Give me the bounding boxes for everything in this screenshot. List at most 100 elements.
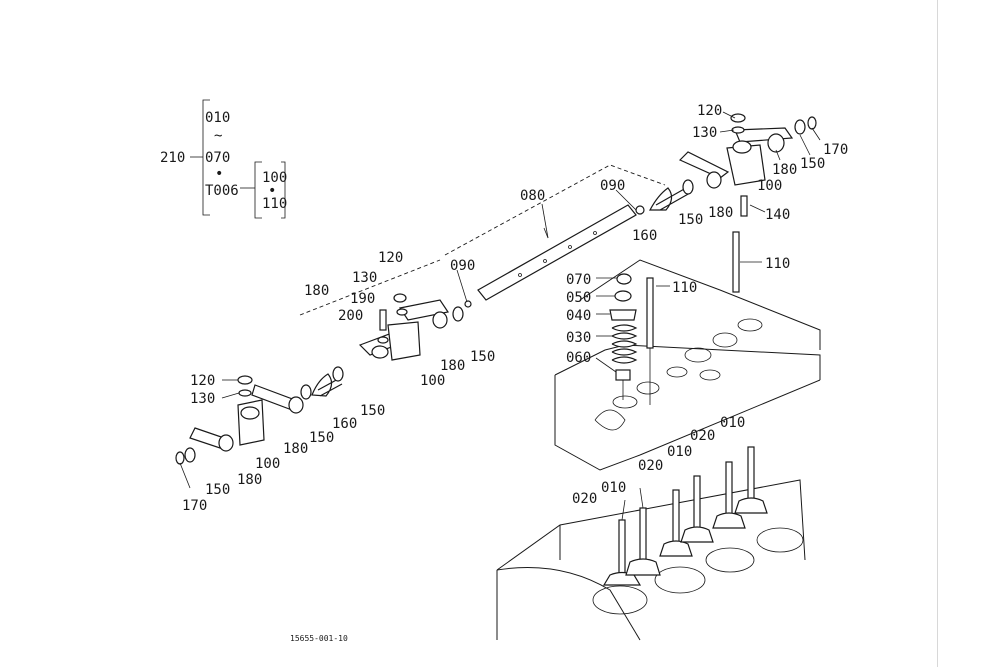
label-180-left-1: 180	[283, 441, 308, 457]
collet-050	[614, 290, 632, 302]
bolt-120-left	[237, 375, 253, 385]
valve-spring-030	[611, 324, 638, 364]
figure-code: 15655-001-10	[290, 634, 348, 643]
head-port-1	[594, 409, 626, 431]
screw-190	[379, 309, 387, 331]
rocker-shaft-body	[477, 204, 637, 301]
spring-160-right	[648, 187, 691, 211]
plug-090-mid	[464, 300, 472, 308]
leader-020-a	[621, 499, 626, 521]
head-hole-5	[699, 369, 721, 381]
label-100-right: 100	[757, 178, 782, 194]
legend-bracket-left	[202, 99, 210, 216]
label-090-mid: 090	[450, 258, 475, 274]
valve-4	[680, 475, 714, 543]
valve-cap-070	[616, 273, 632, 285]
head-top-edge	[554, 344, 821, 380]
label-090-top: 090	[600, 178, 625, 194]
head-cover-edge	[579, 259, 821, 350]
leader-060	[595, 357, 617, 373]
washer-150-right	[794, 119, 806, 135]
cylinder-bore-2	[654, 566, 706, 594]
valve-5-stem	[725, 461, 733, 518]
label-020-c: 020	[690, 428, 715, 444]
label-150-right-1: 150	[800, 156, 825, 172]
valve-6-stem	[747, 446, 755, 503]
legend-210: 210	[160, 150, 185, 166]
label-060: 060	[566, 350, 591, 366]
leader-130-left	[221, 392, 240, 399]
nut-200	[377, 336, 389, 344]
valve-1-stem	[618, 519, 626, 576]
valve-2-head	[625, 558, 661, 576]
valve-5	[712, 461, 746, 529]
rocker-arm-right-lower	[678, 151, 730, 179]
valve-1	[602, 519, 642, 586]
shaft-hole-2	[543, 259, 547, 263]
label-050: 050	[566, 290, 591, 306]
label-110-right: 110	[765, 256, 790, 272]
leader-120-right	[722, 111, 736, 119]
label-180-mid-top: 180	[304, 283, 329, 299]
label-080: 080	[520, 188, 545, 204]
spring-180-right	[767, 133, 785, 153]
washer-150-right-2	[682, 179, 694, 195]
leader-lines	[179, 111, 821, 521]
leader-150-right	[799, 134, 811, 156]
rocker-assembly-right	[635, 113, 817, 293]
label-020-a: 020	[572, 491, 597, 507]
bolt-120-mid	[393, 293, 407, 303]
label-110-mid: 110	[672, 280, 697, 296]
valve-6	[734, 446, 768, 514]
rocker-bracket-mid	[387, 321, 421, 361]
label-160-mid: 160	[332, 416, 357, 432]
spring-180-mid	[432, 311, 448, 329]
clip-170-right	[807, 116, 817, 130]
valve-5-head	[712, 512, 746, 529]
label-010-c: 010	[720, 415, 745, 431]
label-140: 140	[765, 207, 790, 223]
label-020-b: 020	[638, 458, 663, 474]
legend-110: 110	[262, 196, 287, 212]
valve-3-stem	[672, 489, 680, 546]
label-160-right: 160	[632, 228, 657, 244]
label-120-mid: 120	[378, 250, 403, 266]
washer-150-left-mid	[332, 366, 344, 382]
valve-seat-2	[636, 381, 660, 395]
leader-130-right	[719, 129, 735, 133]
valve-2	[625, 507, 661, 576]
rocker-arm-mid-right	[399, 299, 449, 321]
label-100-mid: 100	[420, 373, 445, 389]
label-120-left: 120	[190, 373, 215, 389]
push-rod-110-right	[732, 231, 740, 293]
label-150-mid-2: 150	[360, 403, 385, 419]
callout-labels: 080 090 090 120 130 170 150 180 100 180 …	[182, 103, 848, 514]
legend-bracket-right	[254, 161, 262, 219]
block-front-face	[496, 567, 641, 641]
leader-010-a	[639, 487, 644, 509]
head-hole-3	[737, 318, 763, 332]
leader-090-top	[615, 189, 637, 211]
head-left-face	[554, 375, 641, 471]
legend-070: 070	[205, 150, 230, 166]
leader-140	[749, 204, 766, 213]
cylinder-bore-4	[756, 527, 804, 553]
leader-170-right	[811, 127, 821, 141]
legend-010: 010	[205, 110, 230, 126]
leader-090-mid	[456, 269, 468, 303]
washer-150-left-top	[300, 384, 312, 400]
label-180-right-2: 180	[708, 205, 733, 221]
legend-dot-1: •	[215, 166, 223, 182]
rocker-boss-mid	[371, 345, 389, 359]
legend-bracket-right-close	[281, 161, 286, 219]
leader-080	[541, 203, 549, 239]
label-180-left-2: 180	[237, 472, 262, 488]
spring-180-right-2	[706, 171, 722, 189]
shaft-hole-4	[593, 231, 597, 235]
legend-t006: T006	[205, 183, 239, 199]
spring-180-left-bottom	[218, 434, 234, 452]
valve-seat-1	[612, 395, 638, 409]
washer-150-left-bottom	[184, 447, 196, 463]
head-hole-1	[684, 347, 712, 363]
shaft-hole-1	[518, 273, 522, 277]
